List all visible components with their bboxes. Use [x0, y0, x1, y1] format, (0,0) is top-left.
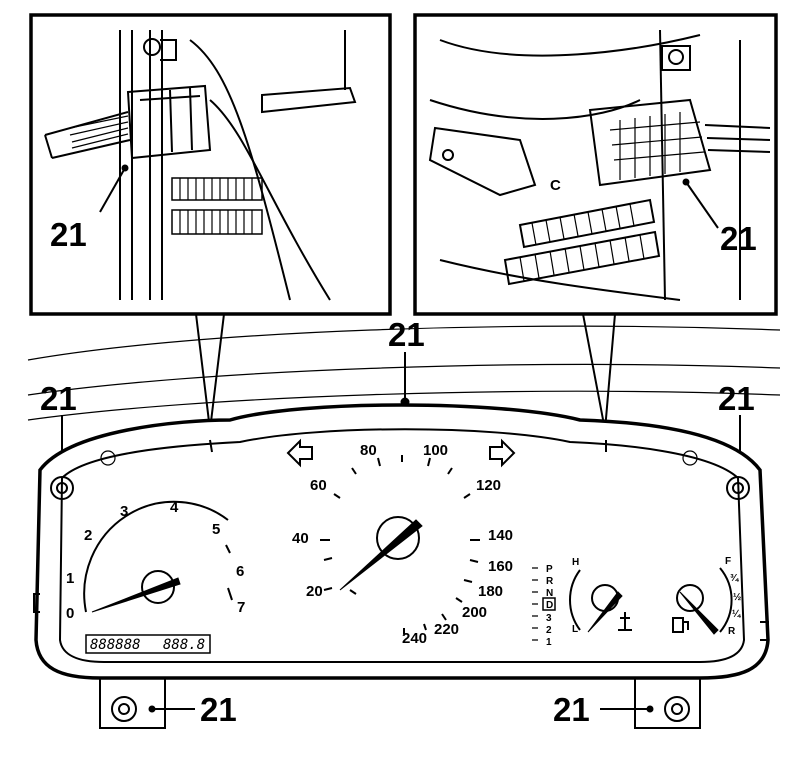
- fuel-three-quarter-label: ¾: [730, 573, 739, 584]
- left-connector-inset: 21: [29, 13, 392, 316]
- odometer-total: 888.8: [163, 637, 205, 653]
- callout-label: 21: [40, 380, 77, 417]
- dash-line-1: [27, 325, 781, 361]
- gear-label: N: [546, 588, 553, 599]
- gear-label: 1: [546, 637, 552, 648]
- speed-label: 220: [434, 621, 459, 638]
- speed-label: 180: [478, 583, 503, 600]
- tach-label: 7: [237, 599, 245, 616]
- callout-label: 21: [553, 691, 590, 728]
- tach-label: 6: [236, 563, 244, 580]
- right-inset-pointer: [582, 313, 616, 431]
- speed-label: 200: [462, 604, 487, 621]
- speed-label: 120: [476, 477, 501, 494]
- instrument-cluster: 21 21 0 1 2 3 4 5 6 7 888888 888.8 20: [33, 403, 770, 729]
- speed-label: 160: [488, 558, 513, 575]
- speed-label: 240: [402, 630, 427, 647]
- gear-label: R: [546, 576, 554, 587]
- mount-boss-left: [50, 476, 74, 500]
- tachometer: 0 1 2 3 4 5 6 7: [66, 499, 245, 622]
- speed-label: 100: [423, 442, 448, 459]
- right-connector-inset: C 21: [413, 13, 778, 316]
- right-inset-leader: [685, 181, 719, 229]
- fuel-quarter-label: ¼: [732, 609, 741, 620]
- mount-tab-left: [99, 678, 166, 729]
- dash-line-3: [27, 390, 781, 421]
- right-inset-frame: [413, 13, 778, 316]
- speed-label: 140: [488, 527, 513, 544]
- left-inset-leader: [99, 167, 126, 213]
- fuel-reserve-label: R: [728, 626, 736, 637]
- left-connector-housing: [126, 84, 212, 160]
- right-connector-housing: [588, 98, 712, 187]
- left-inset-pointer: [195, 313, 225, 431]
- speed-label: 20: [306, 583, 323, 600]
- gear-label: D: [546, 600, 553, 611]
- callout-label: 21: [50, 216, 87, 253]
- gear-label: 3: [546, 613, 552, 624]
- callout-label: 21: [388, 316, 425, 353]
- right-wire-harness: [704, 124, 771, 153]
- left-wire-harness: [44, 111, 131, 159]
- speed-label: 40: [292, 530, 309, 547]
- right-inset-screw: [668, 49, 684, 65]
- callout-label: 21: [718, 380, 755, 417]
- tach-needle-hub: [141, 570, 175, 604]
- speed-needle: [339, 519, 423, 591]
- tach-label: 0: [66, 605, 74, 622]
- right-inset-letter-c: C: [550, 177, 561, 194]
- temp-low-label: L: [572, 624, 578, 635]
- tach-label: 3: [120, 503, 128, 520]
- callout-label: 21: [200, 691, 237, 728]
- right-vent-grille: [503, 198, 661, 286]
- tach-label: 5: [212, 521, 220, 538]
- fuel-full-label: F: [725, 556, 731, 567]
- mount-boss-right: [726, 476, 750, 500]
- speed-needle-hub: [376, 516, 420, 560]
- left-inset-rail: [119, 30, 163, 300]
- callout-label: 21: [720, 220, 757, 257]
- fuel-pump-icon: [672, 617, 689, 633]
- odometer-display: [85, 634, 211, 654]
- mount-tab-right: [634, 678, 701, 729]
- right-inset-tab: [428, 126, 537, 197]
- temperature-gauge: H L: [569, 557, 632, 635]
- gear-label: P: [546, 564, 553, 575]
- dash-line-2: [27, 363, 781, 396]
- cluster-face: [58, 428, 746, 663]
- tach-needle: [91, 577, 181, 613]
- right-turn-arrow-icon: [489, 438, 516, 468]
- coolant-temp-icon: [618, 612, 632, 631]
- left-turn-arrow-icon: [286, 438, 313, 468]
- fuel-half-label: ½: [733, 592, 741, 603]
- left-inset-screw: [143, 38, 161, 56]
- speed-label: 80: [360, 442, 377, 459]
- fuel-needle-hub: [676, 584, 704, 612]
- left-inset-frame: [29, 13, 392, 316]
- speed-label: 60: [310, 477, 327, 494]
- tach-label: 4: [170, 499, 179, 516]
- gear-selected-box: [542, 597, 556, 611]
- fuel-gauge: F ¾ ½ ¼ R: [672, 556, 741, 637]
- odometer-trip: 888888: [90, 637, 141, 653]
- speedometer: 20 40 60 80 100 120 140 160 180 200 220 …: [292, 442, 513, 647]
- gear-indicator: P R N D 3 2 1: [532, 564, 556, 648]
- temp-needle: [587, 591, 623, 633]
- temp-high-label: H: [572, 557, 579, 568]
- left-vent-grille: [171, 177, 263, 235]
- fuel-needle: [679, 591, 719, 635]
- gear-label: 2: [546, 625, 552, 636]
- tach-label: 2: [84, 527, 92, 544]
- tach-label: 1: [66, 570, 74, 587]
